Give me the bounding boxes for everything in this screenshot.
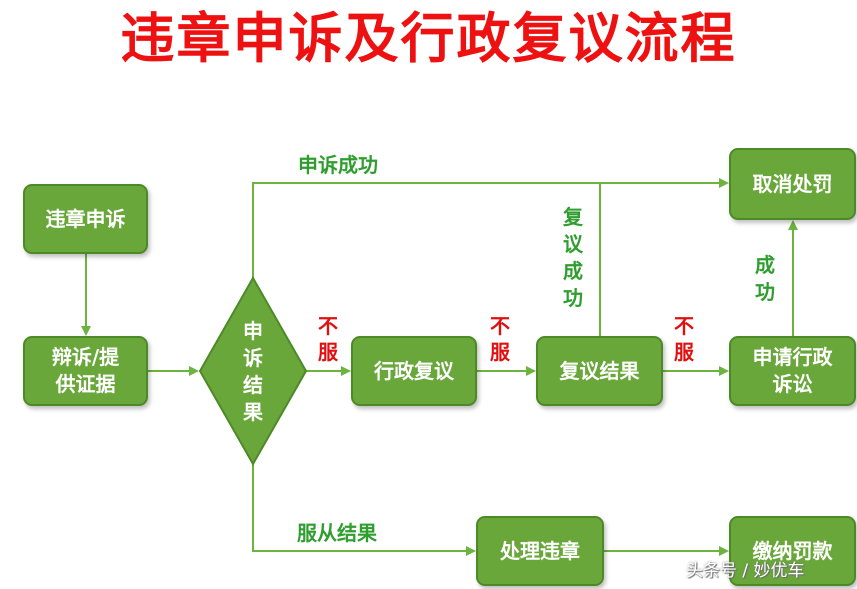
label-not-accept-3: 不 服 — [674, 314, 694, 364]
node-evidence: 辩诉/提 供证据 — [23, 336, 148, 406]
result-diamond — [198, 275, 308, 467]
arrow-result-to-cancel — [252, 178, 729, 278]
node-handle: 处理违章 — [476, 516, 604, 586]
node-review-result-label: 复议结果 — [559, 358, 640, 383]
node-evidence-label: 辩诉/提 供证据 — [51, 345, 120, 396]
node-lawsuit-label: 申请行政 诉讼 — [752, 345, 833, 396]
node-handle-label: 处理违章 — [500, 538, 580, 563]
node-pay: 缴纳罚款 — [729, 516, 856, 586]
label-accept-result: 服从结果 — [297, 521, 377, 545]
watermark: 头条号 / 妙优车 — [686, 561, 805, 581]
node-cancel: 取消处罚 — [729, 148, 856, 220]
node-appeal: 违章申诉 — [23, 184, 148, 254]
label-not-accept-2: 不 服 — [490, 314, 510, 364]
arrow-result-to-handle — [252, 464, 476, 556]
node-review-result: 复议结果 — [536, 336, 663, 406]
node-review: 行政复议 — [351, 336, 477, 406]
node-lawsuit: 申请行政 诉讼 — [729, 336, 856, 406]
label-not-accept-1: 不 服 — [318, 314, 338, 364]
diagram-title: 违章申诉及行政复议流程 — [120, 7, 737, 70]
label-appeal-success: 申诉成功 — [298, 153, 378, 177]
node-cancel-label: 取消处罚 — [752, 171, 833, 196]
node-pay-label: 缴纳罚款 — [752, 538, 833, 563]
label-success: 成 功 — [755, 253, 775, 304]
node-result-label: 申 诉 结 果 — [243, 319, 263, 424]
label-review-success: 复 议 成 功 — [563, 205, 583, 310]
node-review-label: 行政复议 — [374, 358, 454, 383]
node-appeal-label: 违章申诉 — [45, 206, 126, 231]
